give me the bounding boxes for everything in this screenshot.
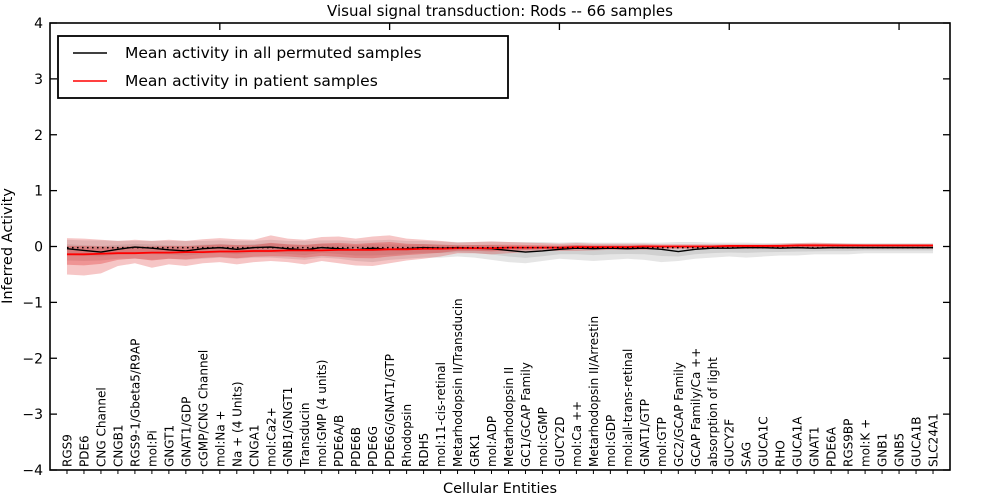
x-tick-label: GUCA1B: [910, 416, 924, 467]
x-tick-label: GNAT1/GTP: [638, 399, 652, 467]
y-tick-labels: −4 −3 −2 −1 0 1 2 3 4: [22, 16, 43, 479]
x-tick-label: PDE6: [77, 435, 91, 467]
x-tick-label: mol:all-trans-retinal: [621, 349, 635, 467]
x-tick-label: PDE6A/B: [332, 415, 346, 467]
x-tick-label: absorption of light: [706, 357, 720, 467]
x-tick-label: GC1/GCAP Family: [519, 362, 533, 467]
series-lines: [66, 244, 934, 256]
x-axis-label: Cellular Entities: [443, 481, 557, 497]
x-tick-label: mol:GTP: [655, 417, 669, 467]
x-tick-label: Metarhodopsin II/Arrestin: [587, 316, 601, 467]
patient-samples-band-outer: [66, 235, 934, 276]
x-tick-label: RGS9-1/Gbeta5/R9AP: [128, 339, 142, 467]
x-tick-label: RDH5: [417, 433, 431, 467]
y-tick-label: −1: [22, 295, 43, 311]
x-tick-label: GNAT1: [808, 426, 822, 467]
x-tick-label: mol:Ca ++: [570, 401, 584, 467]
x-tick-label: PDE6G: [366, 426, 380, 467]
legend-label-permuted: Mean activity in all permuted samples: [125, 44, 422, 62]
x-tick-label: RGS9BP: [842, 419, 856, 467]
x-tick-label: PDE6G/GNAT1/GTP: [383, 354, 397, 467]
x-tick-label: RHO: [774, 440, 788, 467]
x-tick-label: CNGB1: [111, 424, 125, 467]
x-tick-label: GNGT1: [162, 425, 176, 467]
legend: Mean activity in all permuted samples Me…: [57, 35, 509, 99]
x-tick-label: Metarhodopsin II: [502, 367, 516, 467]
x-tick-label: GUCA1C: [757, 416, 771, 467]
x-tick-label: GRK1: [468, 434, 482, 467]
x-tick-label: SLC24A1: [927, 413, 941, 467]
x-tick-label: PDE6A: [825, 426, 839, 467]
x-tick-label: mol:Pi: [145, 430, 159, 467]
permuted-mean-line: [66, 246, 934, 253]
x-tick-label: GNAT1/GDP: [179, 397, 193, 467]
x-tick-label: PDE6B: [349, 427, 363, 467]
x-tick-label: CNG Channel: [94, 387, 108, 467]
axis-ticks: [50, 22, 950, 474]
x-tick-label: Metarhodopsin II/Transducin: [451, 298, 465, 467]
x-tick-label: SAG: [740, 442, 754, 467]
x-tick-label: GC2/GCAP Family: [672, 362, 686, 467]
x-tick-label: Transducin: [298, 403, 312, 468]
legend-box: [57, 35, 509, 99]
x-tick-label: GNB5: [893, 433, 907, 467]
x-tick-label: GNB1/GNGT1: [281, 387, 295, 467]
x-tick-label: CNGA1: [247, 425, 261, 468]
y-tick-label: −3: [22, 407, 43, 423]
x-tick-label: Na + (4 Units): [230, 381, 244, 467]
legend-label-patient: Mean activity in patient samples: [125, 72, 378, 90]
y-tick-label: 3: [34, 72, 43, 88]
x-tick-label: mol:GDP: [604, 415, 618, 467]
confidence-bands: [66, 235, 934, 276]
y-tick-label: 2: [34, 128, 43, 144]
y-tick-label: −2: [22, 351, 43, 367]
chart-title: Visual signal transduction: Rods -- 66 s…: [327, 2, 673, 20]
y-tick-label: −4: [22, 463, 43, 479]
x-tick-label: GUCY2D: [553, 417, 567, 467]
x-tick-label: Rhodopsin: [400, 404, 414, 467]
y-tick-label: 1: [34, 184, 43, 200]
x-tick-label: mol:Na +: [213, 410, 227, 467]
x-tick-label: mol:GMP (4 units): [315, 360, 329, 467]
y-tick-label: 0: [34, 240, 43, 256]
patient-mean-line: [66, 244, 934, 256]
y-tick-label: 4: [34, 16, 43, 32]
x-tick-label: RGS9: [60, 434, 74, 467]
x-tick-label: mol:Ca2+: [264, 407, 278, 467]
x-tick-label: cGMP/CNG Channel: [196, 350, 210, 467]
x-tick-label: GNB1: [876, 433, 890, 467]
x-tick-label: GUCY2F: [723, 419, 737, 467]
x-tick-label: mol:11-cis-retinal: [434, 362, 448, 467]
x-tick-label: mol:ADP: [485, 416, 499, 467]
x-tick-label: GCAP Family/Ca ++: [689, 348, 703, 467]
x-tick-label: mol:cGMP: [536, 407, 550, 467]
y-axis-label: Inferred Activity: [0, 188, 16, 304]
x-tick-label: GUCA1A: [791, 416, 805, 467]
x-tick-label: mol:K +: [859, 419, 873, 467]
